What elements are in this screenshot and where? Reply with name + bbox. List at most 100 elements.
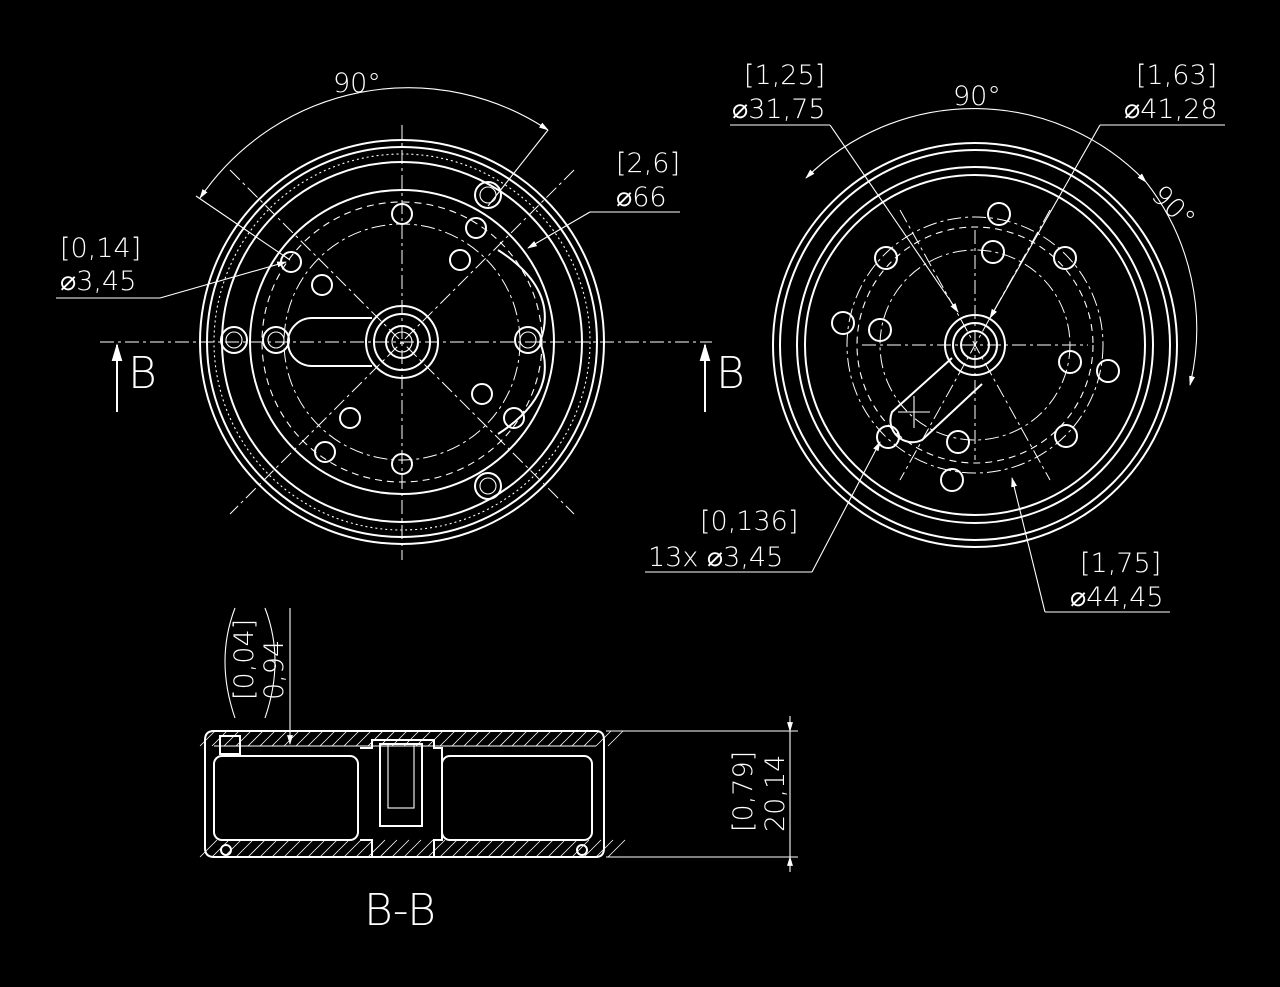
hatch-line [223, 839, 242, 858]
rear-holes-mm: 13x ⌀3,45 [648, 542, 783, 573]
hatch-line [211, 839, 230, 858]
hatch-line [379, 730, 396, 747]
hatch-line [331, 839, 350, 858]
rear-pcd-mid-leader [989, 124, 1101, 319]
front-hole [449, 249, 471, 271]
hatch-line [343, 839, 362, 858]
rear-centerline-d2 [899, 209, 1051, 481]
depth-inch: [0,04] [229, 619, 260, 700]
hatch-line [367, 839, 386, 858]
hatch-line [559, 730, 576, 747]
section-bolt-right [576, 844, 588, 856]
rear-hole [831, 311, 855, 335]
rear-holes-inch: [0,136] [700, 506, 798, 537]
front-hole [311, 274, 333, 296]
section-hub [360, 739, 443, 857]
hatch-line [247, 730, 264, 747]
rear-view: 90° 90° [1,25] ⌀31,75 [1,63] ⌀41,28 [0,1… [645, 60, 1225, 613]
hatch-line [427, 730, 444, 747]
rear-hole [876, 425, 900, 449]
hatch-line [571, 730, 588, 747]
section-bore-inner [387, 743, 415, 809]
section-view: [0,04] 0,94 [0,79] 20,14 B-B [199, 607, 798, 936]
rear-holes [831, 202, 1120, 492]
hatch-line [487, 730, 504, 747]
rear-hole [1054, 424, 1078, 448]
rear-pcd-mid-inch: [1,63] [1136, 60, 1217, 91]
front-centerline-d2 [229, 169, 575, 515]
depth-paren-left [224, 607, 236, 719]
front-view: 90° [0,14] ⌀3,45 [2,6] ⌀66 B B [56, 68, 745, 560]
hatch-line [319, 839, 338, 858]
front-hole [503, 407, 525, 429]
hatch-line [343, 730, 360, 747]
rear-hole [874, 246, 898, 270]
rear-pcd-large-leader [1011, 477, 1046, 613]
hatch-line [607, 839, 626, 858]
hatch-line [355, 730, 372, 747]
hatch-line [235, 730, 252, 747]
front-angle-ext1 [195, 195, 291, 261]
section-cavity-left [213, 755, 359, 841]
rear-holes-leader [811, 441, 881, 573]
front-hole-large [474, 472, 502, 500]
hatch-line [295, 839, 314, 858]
rear-angle-dim-top [805, 108, 1147, 183]
front-hole [471, 383, 493, 405]
hatch-line [247, 839, 266, 858]
front-angle-label: 90° [333, 68, 381, 99]
height-inch: [0,79] [728, 751, 759, 832]
hatch-line [451, 730, 468, 747]
rear-hole [1058, 350, 1082, 374]
hatch-line [415, 730, 432, 747]
hatch-line [535, 730, 552, 747]
front-hole [339, 407, 361, 429]
rear-outer-rim [772, 142, 1178, 548]
hatch-line [595, 730, 612, 747]
hatch-line [595, 839, 614, 858]
rear-hole [981, 240, 1005, 264]
hatch-line [235, 839, 254, 858]
hatch-line [475, 730, 492, 747]
front-hole [314, 441, 336, 463]
section-cavity-right [441, 755, 593, 841]
hatch-line [367, 730, 384, 747]
hatch-line [511, 839, 530, 858]
front-hole-large-inner [479, 477, 497, 495]
rear-hole [987, 202, 1011, 226]
front-hole-large-inner [225, 331, 243, 349]
hatch-line [331, 730, 348, 747]
hatch-line [511, 730, 528, 747]
hatch-line [403, 839, 422, 858]
front-angle-dim [199, 87, 549, 199]
hatch-line [415, 839, 434, 858]
front-outer-leader [527, 211, 591, 249]
hatch-line [463, 730, 480, 747]
hatch-line [199, 839, 218, 858]
hatch-line [523, 839, 542, 858]
hatch-line [271, 839, 290, 858]
front-hole-leader [159, 261, 287, 299]
rear-pcd-large [846, 216, 1104, 474]
hatch-line [475, 839, 494, 858]
rear-crank-arm [889, 357, 983, 444]
hatch-line [391, 839, 410, 858]
hatch-line [307, 730, 324, 747]
rear-pcd-small-mm: ⌀31,75 [732, 94, 826, 125]
depth-paren-right [264, 607, 276, 719]
hatch-line [271, 730, 288, 747]
rear-pcd-large-inch: [1,75] [1080, 548, 1161, 579]
section-mark-right: B [716, 348, 745, 399]
hatch-line [319, 730, 336, 747]
front-hole-large-inner [519, 331, 537, 349]
hatch-line [487, 839, 506, 858]
hatch-line [379, 839, 398, 858]
hatch-line [283, 730, 300, 747]
front-angle-ext2 [487, 129, 549, 207]
hatch-line [559, 839, 578, 858]
rear-angle-right: 90° [1145, 179, 1201, 235]
front-holes [220, 181, 542, 500]
section-bore [379, 743, 423, 827]
front-hole-large-inner [267, 331, 285, 349]
hatch-line [307, 839, 326, 858]
